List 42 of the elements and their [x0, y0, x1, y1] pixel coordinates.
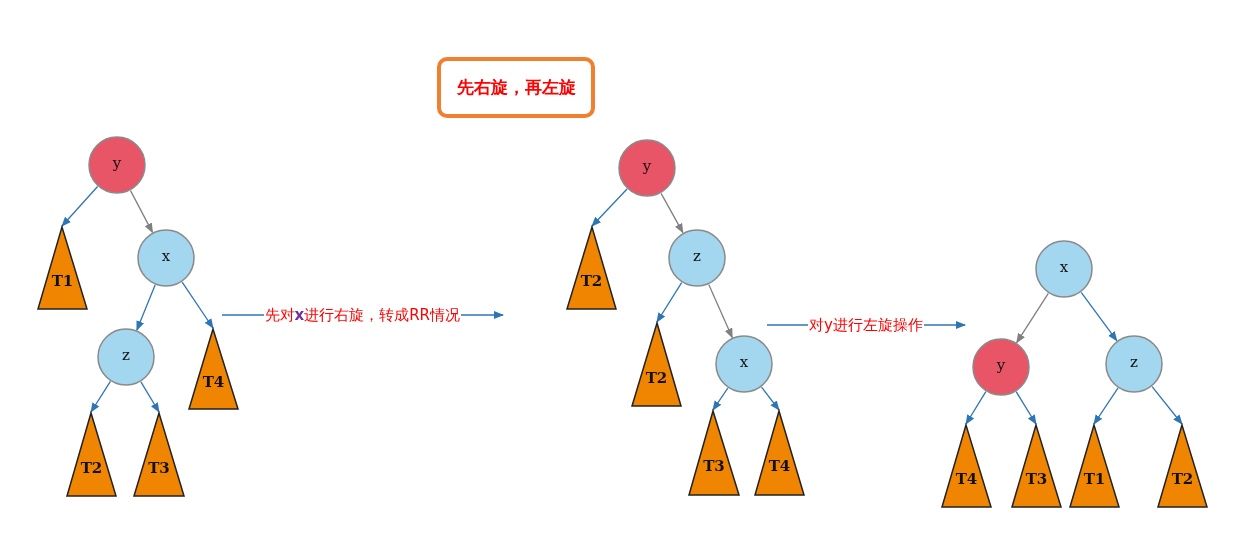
title-box: 先右旋，再左旋	[437, 57, 595, 118]
subtree-triangle: T2	[631, 322, 682, 407]
subtree-triangle: T2	[1157, 424, 1208, 508]
arrow	[1016, 292, 1049, 344]
subtree-triangle: T1	[37, 226, 88, 310]
subtree-triangle: T1	[1069, 424, 1120, 508]
subtree-triangle: T2	[66, 412, 117, 497]
subtree-triangle: T3	[688, 410, 740, 496]
tree-node-circle: x	[137, 229, 195, 287]
tree-node-circle: y	[972, 338, 1030, 396]
subtree-triangle: T4	[188, 328, 239, 410]
arrow	[129, 190, 154, 234]
arrow	[965, 391, 987, 425]
arrow	[61, 185, 99, 227]
tree-node-circle: y	[88, 136, 146, 194]
tree-node-circle: x	[1035, 240, 1093, 298]
subtree-triangle: T3	[133, 412, 185, 497]
arrow	[140, 381, 160, 413]
subtree-triangle: T4	[754, 410, 805, 496]
arrow-label: 先对x进行右旋，转成RR情况	[263, 305, 462, 325]
arrow	[181, 281, 214, 329]
arrow	[660, 192, 684, 234]
arrow	[1093, 387, 1119, 425]
arrow	[136, 284, 156, 332]
subtree-triangle: T2	[566, 226, 617, 310]
arrow	[591, 188, 628, 227]
arrow	[1015, 391, 1037, 425]
tree-node-circle: y	[618, 139, 676, 197]
arrow	[712, 387, 729, 411]
tree-node-circle: z	[1105, 335, 1163, 393]
arrow	[90, 380, 112, 413]
arrow	[1151, 386, 1183, 425]
subtree-triangle: T4	[941, 424, 992, 508]
arrow-label: 对y进行左旋操作	[808, 315, 924, 335]
tree-node-circle: x	[715, 335, 773, 393]
arrow	[656, 281, 683, 323]
subtree-triangle: T3	[1011, 424, 1062, 508]
tree-node-circle: z	[97, 328, 155, 386]
arrow	[1080, 291, 1118, 342]
arrow	[760, 386, 780, 411]
arrow	[708, 283, 733, 339]
tree-node-circle: z	[668, 229, 726, 287]
